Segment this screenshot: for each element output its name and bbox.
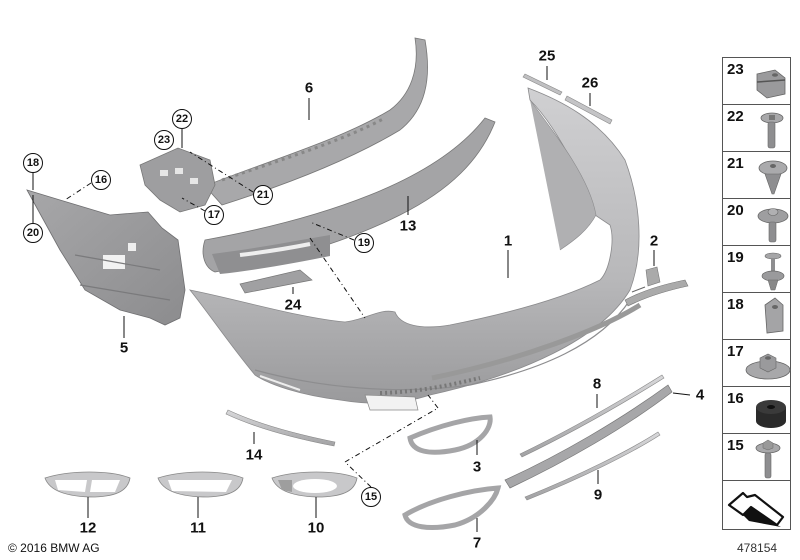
expanding-rivet-icon	[758, 160, 788, 195]
rubber-buffer-icon	[756, 400, 786, 428]
fastener-cell-23[interactable]: 23	[722, 57, 791, 105]
callout-26[interactable]: 26	[581, 74, 599, 92]
callout-5[interactable]: 5	[119, 339, 129, 357]
fastener-cell-15[interactable]: 15	[722, 433, 791, 481]
callout-11[interactable]: 11	[190, 519, 206, 537]
spring-nut-icon	[764, 297, 784, 334]
document-number: 478154	[737, 541, 778, 555]
clip-nut-icon	[756, 69, 786, 99]
callout-4[interactable]: 4	[695, 386, 705, 404]
callout-6[interactable]: 6	[304, 79, 314, 97]
callout-20[interactable]: 20	[23, 223, 43, 243]
plastic-rivet-icon	[761, 252, 785, 291]
callout-7[interactable]: 7	[472, 534, 482, 552]
callout-25[interactable]: 25	[538, 47, 556, 65]
part-9-chrome-strip[interactable]	[524, 431, 661, 501]
callout-9[interactable]: 9	[593, 486, 603, 504]
fastener-number: 17	[727, 343, 744, 360]
fastener-number: 18	[727, 296, 744, 313]
part-5-side-bracket[interactable]	[26, 189, 186, 326]
part-25-strip[interactable]	[522, 73, 563, 96]
hex-bolt-washer-icon	[755, 439, 781, 479]
collar-screw-icon	[757, 208, 789, 243]
part-13-bumper-carrier[interactable]	[202, 117, 496, 274]
fastener-number: 21	[727, 155, 744, 172]
callout-15[interactable]: 15	[361, 487, 381, 507]
fastener-cell-16[interactable]: 16	[722, 386, 791, 434]
fastener-cell-19[interactable]: 19	[722, 245, 791, 293]
fastener-number: 19	[727, 249, 744, 266]
fastener-cell-21[interactable]: 21	[722, 151, 791, 199]
fastener-panel: 23 22 21 20 19	[722, 57, 791, 530]
fastener-number: 16	[727, 390, 744, 407]
part-3-exhaust-trim-right[interactable]	[407, 414, 493, 455]
callout-3[interactable]: 3	[472, 458, 482, 476]
part-24-small-bracket[interactable]	[239, 269, 313, 294]
callout-19[interactable]: 19	[354, 233, 374, 253]
fastener-cell-arrow	[722, 480, 791, 530]
part-10-tailpipe-trim-oval[interactable]	[271, 471, 358, 498]
fastener-number: 15	[727, 437, 744, 454]
part-26-strip[interactable]	[564, 95, 613, 125]
callout-21[interactable]: 21	[253, 185, 273, 205]
part-2-cover-cap[interactable]	[631, 266, 661, 293]
callout-17[interactable]: 17	[204, 205, 224, 225]
callout-14[interactable]: 14	[245, 446, 263, 464]
fastener-cell-17[interactable]: 17	[722, 339, 791, 387]
fastener-number: 22	[727, 108, 744, 125]
part-7-exhaust-trim-left[interactable]	[402, 485, 502, 530]
callout-23[interactable]: 23	[154, 130, 174, 150]
direction-arrow-icon	[727, 491, 785, 527]
part-8-chrome-strip[interactable]	[519, 374, 665, 458]
fastener-cell-20[interactable]: 20	[722, 198, 791, 246]
callout-8[interactable]: 8	[592, 375, 602, 393]
fastener-cell-18[interactable]: 18	[722, 292, 791, 340]
callout-1[interactable]: 1	[503, 232, 513, 250]
callout-24[interactable]: 24	[284, 296, 302, 314]
fastener-number: 23	[727, 61, 744, 78]
callout-16[interactable]: 16	[91, 170, 111, 190]
callout-12[interactable]: 12	[79, 519, 97, 537]
part-4-diffuser-trim[interactable]	[431, 279, 689, 489]
callout-10[interactable]: 10	[307, 519, 325, 537]
part-6-upper-carrier[interactable]	[204, 37, 428, 206]
callout-18[interactable]: 18	[23, 153, 43, 173]
callout-22[interactable]: 22	[172, 109, 192, 129]
fastener-cell-22[interactable]: 22	[722, 104, 791, 152]
dashed-leader-lines	[64, 151, 439, 488]
flange-nut-icon	[745, 353, 791, 380]
leader-lines	[32, 66, 691, 532]
part-1-bumper-trim-panel[interactable]	[189, 87, 640, 411]
callout-13[interactable]: 13	[399, 217, 417, 235]
torx-screw-icon	[760, 112, 784, 149]
part-11-tailpipe-trim-single[interactable]	[157, 471, 244, 498]
part-12-tailpipe-trim-dual[interactable]	[44, 471, 131, 498]
callout-2[interactable]: 2	[649, 232, 659, 250]
part-bracket-left-upper[interactable]	[139, 147, 216, 213]
fastener-number: 20	[727, 202, 744, 219]
copyright-notice: © 2016 BMW AG	[8, 541, 100, 555]
part-14-trim-strip[interactable]	[225, 409, 336, 447]
